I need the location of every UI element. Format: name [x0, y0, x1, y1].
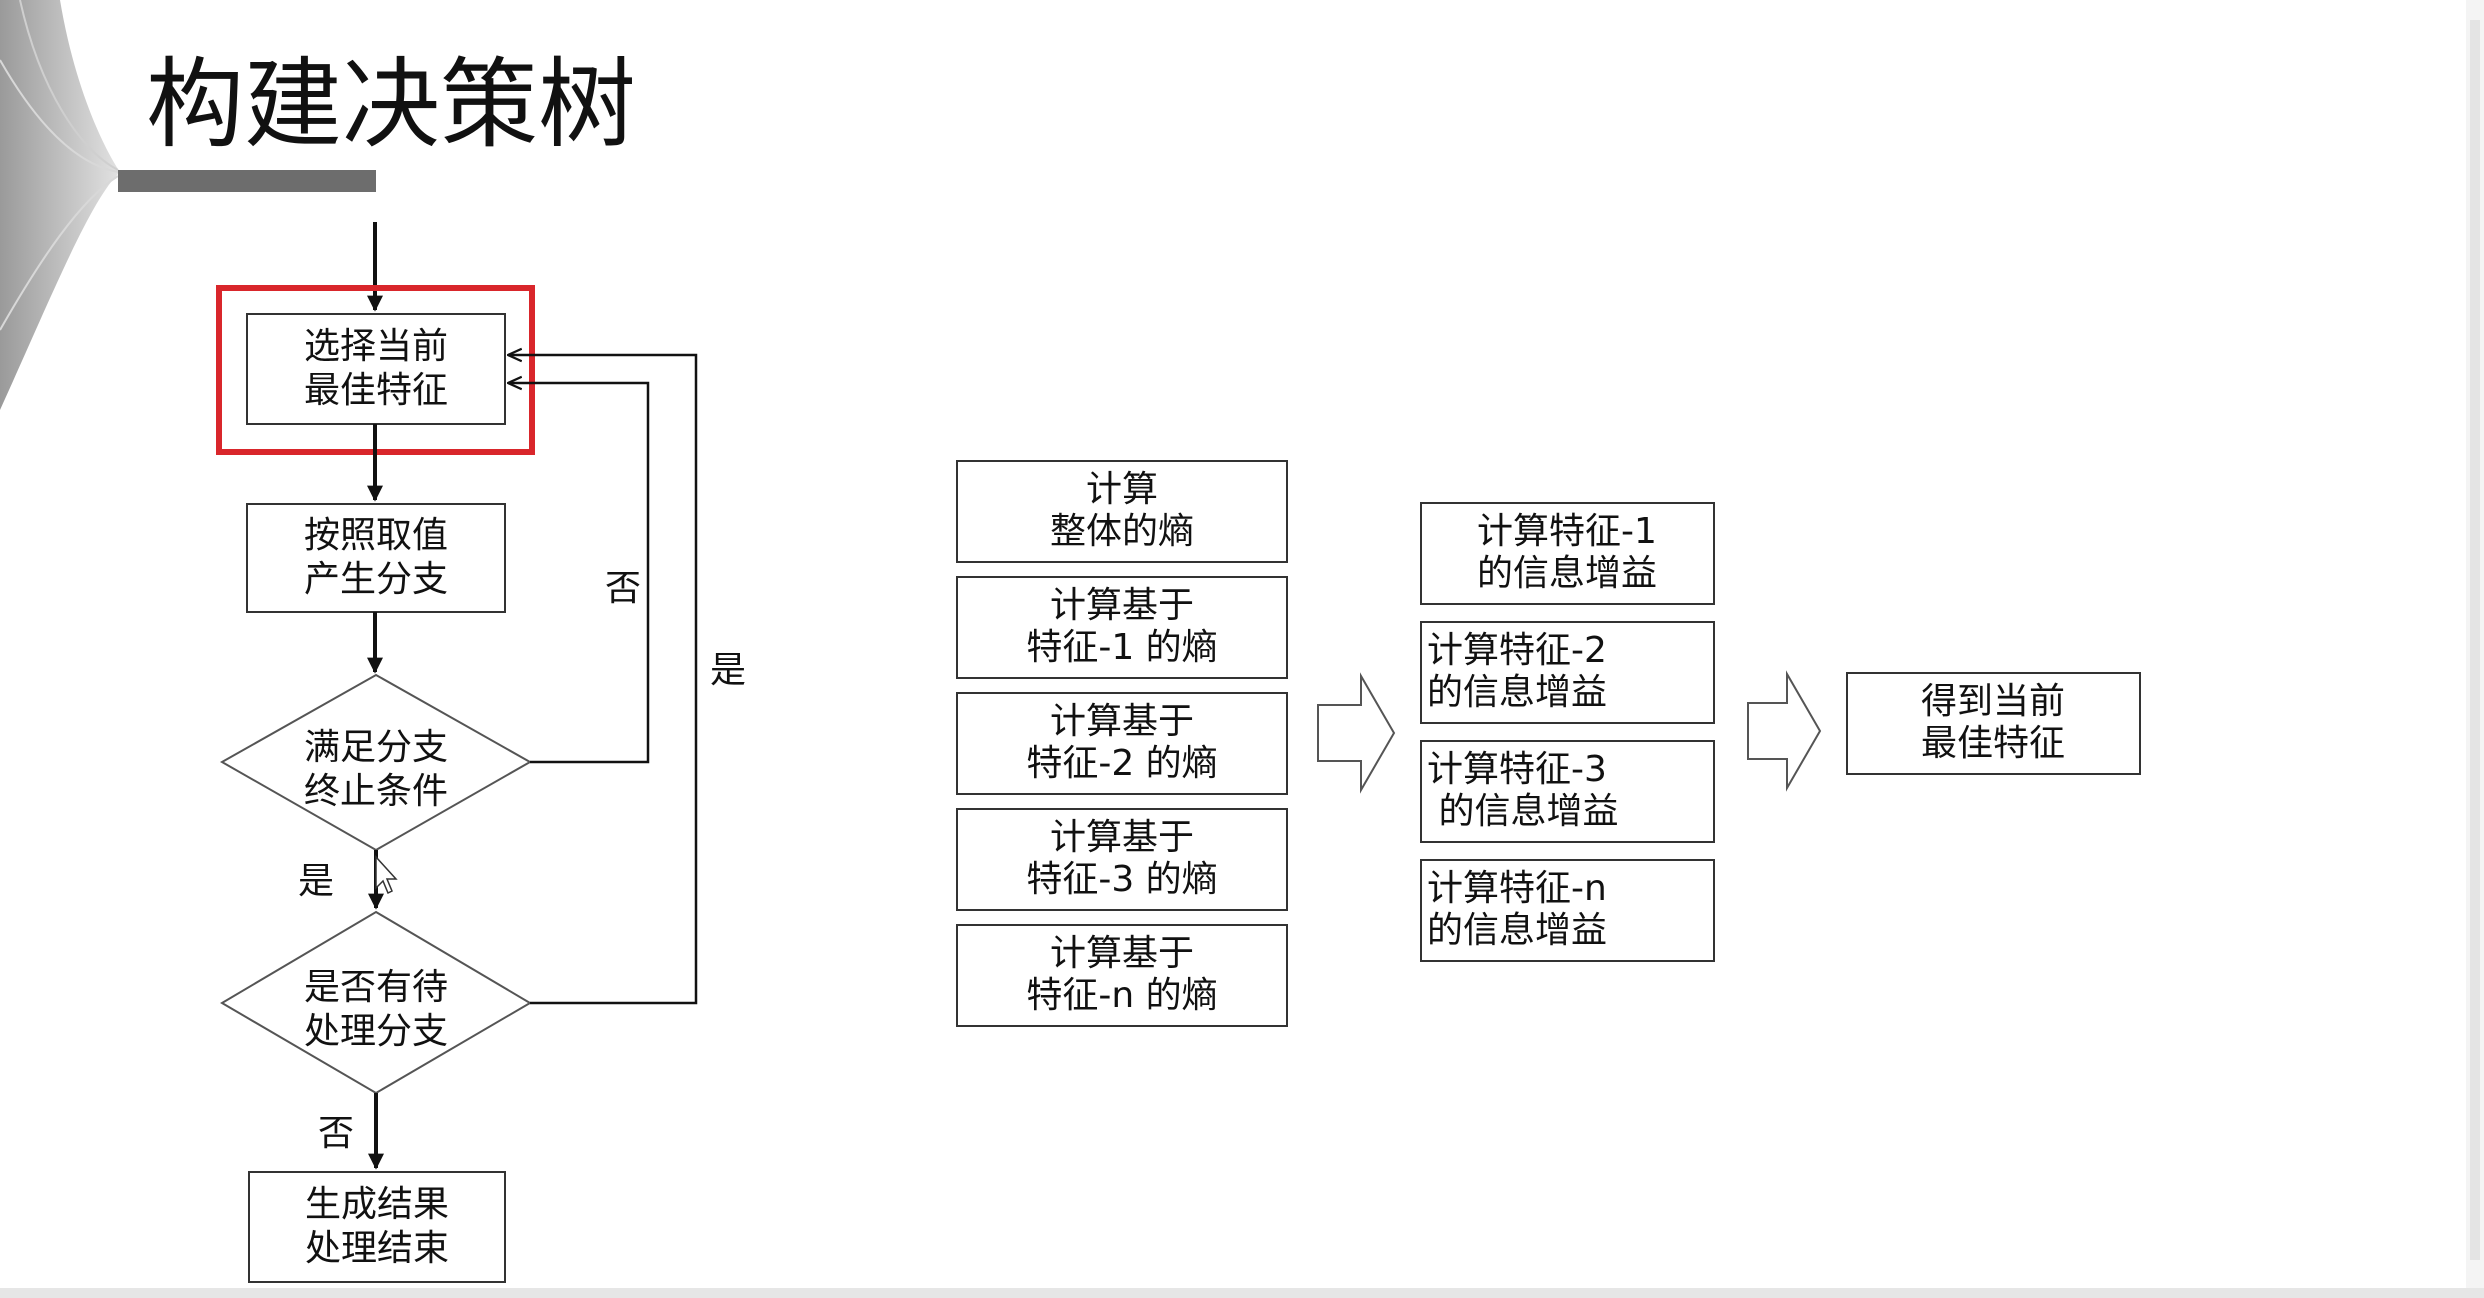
stop-condition-diamond: 满足分支 终止条件 [219, 673, 533, 852]
label-stop-yes: 是 [298, 861, 334, 902]
gain-f2-line-1: 计算特征-2 [1427, 630, 1607, 671]
branch-box: 按照取值 产生分支 [246, 503, 506, 613]
best-feature-result-box: 得到当前 最佳特征 [1846, 672, 2141, 775]
entropy-box-feature-1: 计算基于 特征-1 的熵 [956, 576, 1288, 679]
gain-fn-line-2: 的信息增益 [1427, 910, 1607, 951]
finish-line-1: 生成结果 [305, 1184, 449, 1225]
pending-line-2: 处理分支 [304, 1011, 448, 1052]
scrollbar-thumb[interactable] [2470, 20, 2480, 1260]
entropy-fn-line-1: 计算基于 [1050, 933, 1194, 974]
entropy-f3-line-1: 计算基于 [1050, 817, 1194, 858]
select-feature-line-1: 选择当前 [304, 326, 448, 367]
gain-f3-line-2: 的信息增益 [1427, 791, 1618, 832]
title-underline-bar [118, 170, 376, 192]
entropy-f3-line-2: 特征-3 的熵 [1026, 859, 1217, 900]
gain-box-feature-n: 计算特征-n 的信息增益 [1420, 859, 1715, 962]
block-arrow-right-icon [1317, 672, 1396, 794]
finish-box: 生成结果 处理结束 [248, 1171, 506, 1283]
gain-f1-line-1: 计算特征-1 [1477, 511, 1657, 552]
gain-fn-line-1: 计算特征-n [1427, 868, 1607, 909]
gain-box-feature-1: 计算特征-1 的信息增益 [1420, 502, 1715, 605]
finish-line-2: 处理结束 [305, 1228, 449, 1269]
entropy-f1-line-2: 特征-1 的熵 [1026, 627, 1217, 668]
pending-line-1: 是否有待 [304, 967, 448, 1008]
entropy-f2-line-2: 特征-2 的熵 [1026, 743, 1217, 784]
best-feature-line-2: 最佳特征 [1921, 723, 2065, 764]
select-feature-box: 选择当前 最佳特征 [246, 313, 506, 425]
gain-box-feature-3: 计算特征-3 的信息增益 [1420, 740, 1715, 843]
entropy-box-total: 计算 整体的熵 [956, 460, 1288, 563]
gain-f2-line-2: 的信息增益 [1427, 672, 1607, 713]
gain-box-feature-2: 计算特征-2 的信息增益 [1420, 621, 1715, 724]
entropy-box-feature-n: 计算基于 特征-n 的熵 [956, 924, 1288, 1027]
mouse-cursor-icon [375, 855, 398, 895]
loop-stop-no [508, 383, 650, 764]
best-feature-line-1: 得到当前 [1921, 681, 2065, 722]
select-feature-line-2: 最佳特征 [304, 370, 448, 411]
loop-pending-yes [508, 355, 698, 1005]
gain-f3-line-1: 计算特征-3 [1427, 749, 1607, 790]
branch-line-1: 按照取值 [304, 515, 448, 556]
entropy-f1-line-1: 计算基于 [1050, 585, 1194, 626]
entropy-total-line-2: 整体的熵 [1050, 511, 1194, 552]
slide-decoration [0, 0, 120, 410]
block-arrow-right-icon-2 [1747, 670, 1822, 792]
entropy-fn-line-2: 特征-n 的熵 [1026, 975, 1217, 1016]
entropy-box-feature-2: 计算基于 特征-2 的熵 [956, 692, 1288, 795]
slide-title: 构建决策树 [146, 48, 636, 162]
stop-condition-line-2: 终止条件 [304, 771, 448, 812]
label-stop-no: 否 [605, 568, 641, 609]
gain-f1-line-2: 的信息增益 [1477, 553, 1657, 594]
label-pending-no: 否 [318, 1113, 354, 1154]
entropy-box-feature-3: 计算基于 特征-3 的熵 [956, 808, 1288, 911]
entropy-f2-line-1: 计算基于 [1050, 701, 1194, 742]
branch-line-2: 产生分支 [304, 559, 448, 600]
entropy-total-line-1: 计算 [1086, 469, 1158, 510]
label-pending-yes: 是 [710, 650, 746, 691]
stop-condition-line-1: 满足分支 [304, 727, 448, 768]
pending-branches-diamond: 是否有待 处理分支 [220, 910, 532, 1095]
window-bottom-edge [0, 1288, 2484, 1298]
